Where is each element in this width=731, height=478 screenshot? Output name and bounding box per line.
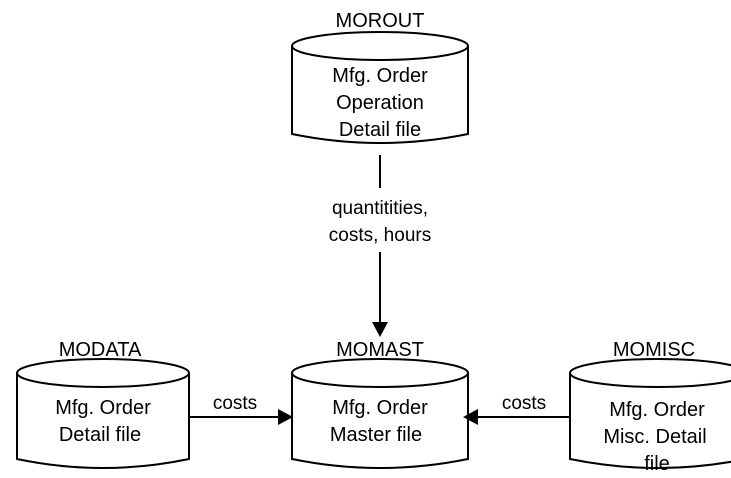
flow-right-label: costs [502, 393, 546, 414]
morout-cylinder-rim [291, 45, 469, 61]
momisc-cylinder-rim [569, 372, 731, 388]
morout-line-2: Operation [336, 92, 424, 114]
morout-file: MOROUT Mfg. Order Operation Detail file [291, 10, 469, 144]
flow-momisc-to-momast: costs [463, 393, 570, 425]
morout-cylinder [291, 31, 469, 144]
flow-top-arrowhead [372, 322, 388, 337]
morout-line-1: Mfg. Order [332, 65, 428, 87]
flow-top-label-line-1: quantitities, [332, 198, 428, 219]
modata-code: MODATA [59, 339, 142, 361]
modata-cylinder [16, 358, 190, 469]
morout-line-3: Detail file [339, 119, 421, 141]
modata-cylinder-rim [16, 372, 190, 388]
flow-top-label-line-2: costs, hours [329, 225, 431, 246]
momast-line-1: Mfg. Order [332, 397, 428, 419]
momast-code: MOMAST [336, 339, 424, 361]
momisc-file: MOMISC Mfg. Order Misc. Detail file [569, 339, 731, 475]
momisc-code: MOMISC [613, 339, 695, 361]
momisc-line-2: Misc. Detail [603, 426, 706, 448]
morout-code: MOROUT [336, 10, 425, 32]
momisc-line-3: file [644, 453, 670, 475]
modata-line-1: Mfg. Order [55, 397, 151, 419]
momast-cylinder [291, 358, 469, 469]
momast-line-2: Master file [330, 424, 422, 446]
flow-right-arrowhead [463, 409, 478, 425]
flow-left-arrowhead [278, 409, 293, 425]
flow-morout-to-momast: quantitities, costs, hours [329, 155, 431, 337]
flow-left-label: costs [213, 393, 257, 414]
momast-file: MOMAST Mfg. Order Master file [291, 339, 469, 469]
momast-cylinder-rim [291, 372, 469, 388]
modata-line-2: Detail file [59, 424, 141, 446]
modata-file: MODATA Mfg. Order Detail file [16, 339, 190, 469]
momisc-line-1: Mfg. Order [609, 399, 705, 421]
flow-modata-to-momast: costs [189, 393, 293, 425]
